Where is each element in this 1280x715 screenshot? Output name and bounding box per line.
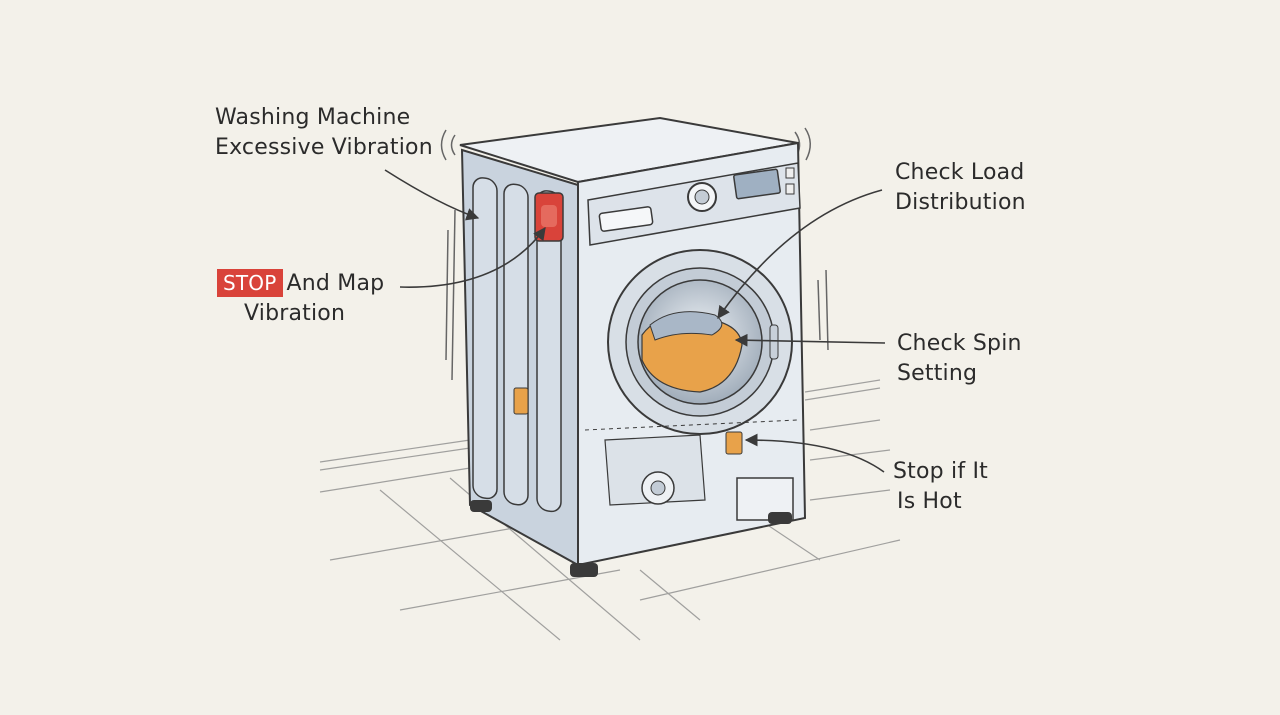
load-label: Check Load Distribution [895, 158, 1026, 218]
load-line1: Check Load [895, 160, 1025, 185]
side-heat-spot [513, 387, 529, 415]
vibration-lines [440, 127, 829, 381]
machine-feet [470, 500, 792, 577]
machine-side-panel [460, 148, 579, 567]
spin-line1: Check Spin [897, 331, 1022, 356]
display-screen [733, 168, 781, 200]
callout-arrows [384, 169, 886, 473]
stop-rest-line1: And Map [286, 271, 385, 296]
hot-spot [725, 431, 743, 455]
hot-label: Stop if It Is Hot [893, 457, 988, 517]
stop-badge: STOP [217, 269, 283, 297]
title-line2: Excessive Vibration [215, 135, 433, 160]
title-label: Washing Machine Excessive Vibration [215, 103, 433, 163]
stop-rest-line2: Vibration [244, 301, 346, 326]
machine-front [577, 141, 807, 567]
load-line2: Distribution [895, 190, 1026, 215]
spin-line2: Setting [897, 361, 978, 386]
hot-line1: Stop if It [893, 459, 988, 484]
hot-line2: Is Hot [897, 489, 962, 514]
detergent-drawer [598, 206, 654, 232]
title-line1: Washing Machine [215, 105, 411, 130]
spin-label: Check Spin Setting [897, 329, 1022, 389]
